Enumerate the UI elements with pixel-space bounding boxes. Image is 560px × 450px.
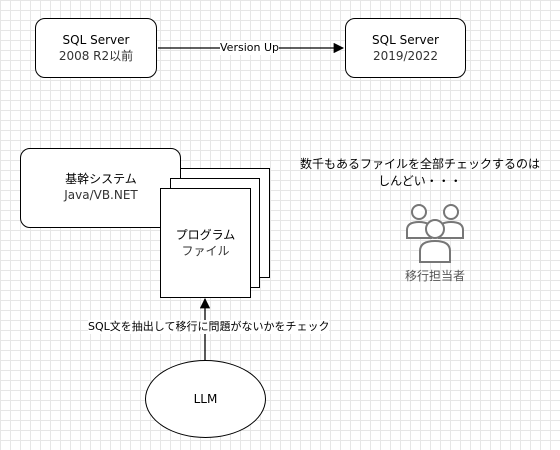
new-server-title: SQL Server [372, 33, 439, 47]
llm-label: LLM [193, 392, 218, 406]
program-file-node[interactable]: プログラム ファイル [160, 188, 251, 298]
program-file-title: プログラム [175, 228, 236, 242]
version-up-label: Version Up [220, 41, 279, 55]
new-server-version: 2019/2022 [372, 49, 439, 63]
workload-note: 数千もあるファイルを全部チェックするのは しんどい・・・ [300, 156, 540, 190]
core-system-title: 基幹システム [65, 172, 137, 186]
core-system-subtitle: Java/VB.NET [64, 188, 138, 202]
legacy-server-title: SQL Server [62, 33, 130, 47]
legacy-sql-server-node[interactable]: SQL Server 2008 R2以前 [35, 18, 157, 78]
llm-check-label: SQL文を抽出して移行に問題がないかをチェック [88, 320, 330, 334]
actor-label: 移行担当者 [404, 269, 465, 283]
workload-note-line1: 数千もあるファイルを全部チェックするのは [300, 157, 541, 171]
new-sql-server-node[interactable]: SQL Server 2019/2022 [345, 18, 466, 78]
users-icon [406, 204, 464, 263]
legacy-server-version: 2008 R2以前 [58, 49, 134, 63]
llm-node[interactable]: LLM [145, 360, 266, 438]
workload-note-line2: しんどい・・・ [378, 174, 462, 188]
core-system-node[interactable]: 基幹システム Java/VB.NET [20, 148, 181, 228]
program-file-subtitle: ファイル [181, 244, 230, 258]
